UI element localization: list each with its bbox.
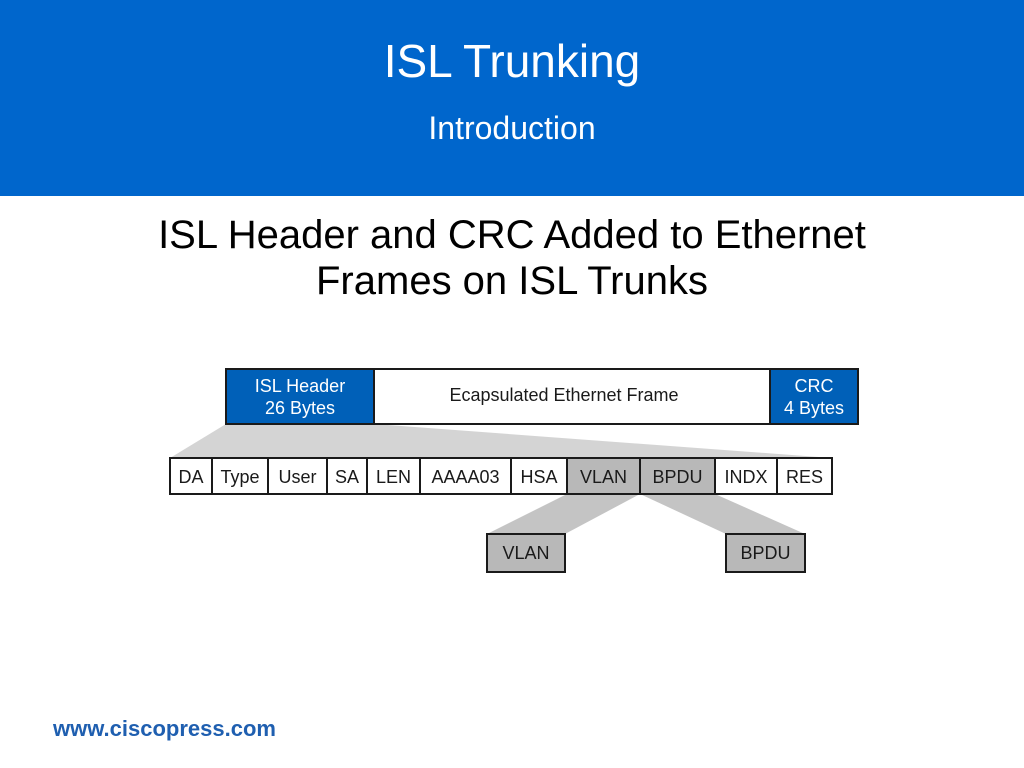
field-aaaa03 bbox=[419, 457, 512, 495]
expanded-bpdu-label: BPDU bbox=[740, 543, 790, 563]
heading-line-1: ISL Header and CRC Added to Ethernet bbox=[158, 213, 866, 257]
isl-header-box bbox=[225, 368, 375, 425]
field-indx-label: INDX bbox=[724, 467, 767, 487]
field-len bbox=[366, 457, 421, 495]
isl-header-funnel bbox=[170, 424, 832, 458]
isl-header-label-1: ISL Header bbox=[255, 376, 345, 396]
crc-label-2: 4 Bytes bbox=[784, 398, 844, 418]
field-type bbox=[211, 457, 269, 495]
crc-box bbox=[769, 368, 859, 425]
field-user bbox=[267, 457, 328, 495]
crc-label-1: CRC bbox=[795, 376, 834, 396]
field-row: DA Type User SA LEN AAAA03 HSA VLAN BPDU… bbox=[169, 457, 833, 495]
field-vlan-label: VLAN bbox=[580, 467, 627, 487]
vlan-funnel bbox=[487, 494, 640, 534]
field-type-label: Type bbox=[220, 467, 259, 487]
heading-line-2: Frames on ISL Trunks bbox=[316, 259, 708, 303]
expanded-bpdu-box bbox=[725, 533, 806, 573]
field-bpdu-label: BPDU bbox=[652, 467, 702, 487]
field-aaaa03-label: AAAA03 bbox=[431, 467, 499, 487]
field-indx bbox=[714, 457, 778, 495]
expanded-vlan-label: VLAN bbox=[502, 543, 549, 563]
isl-header-label-2: 26 Bytes bbox=[265, 398, 335, 418]
slide-title: ISL Trunking bbox=[383, 35, 641, 87]
field-vlan bbox=[566, 457, 641, 495]
field-hsa-label: HSA bbox=[520, 467, 557, 487]
field-sa-label: SA bbox=[335, 467, 359, 487]
field-user-label: User bbox=[278, 467, 316, 487]
title-band bbox=[0, 0, 1024, 196]
slide-heading: ISL Header and CRC Added to Ethernet Fra… bbox=[60, 212, 964, 304]
field-da bbox=[169, 457, 213, 495]
field-bpdu bbox=[639, 457, 716, 495]
footer-url: www.ciscopress.com bbox=[53, 716, 276, 741]
field-da-label: DA bbox=[178, 467, 203, 487]
payload-label: Ecapsulated Ethernet Frame bbox=[449, 385, 678, 405]
field-res bbox=[776, 457, 833, 495]
field-len-label: LEN bbox=[376, 467, 411, 487]
field-res-label: RES bbox=[786, 467, 823, 487]
slide-subtitle: Introduction bbox=[428, 110, 596, 146]
expanded-vlan-box bbox=[486, 533, 566, 573]
bpdu-funnel bbox=[640, 494, 805, 534]
